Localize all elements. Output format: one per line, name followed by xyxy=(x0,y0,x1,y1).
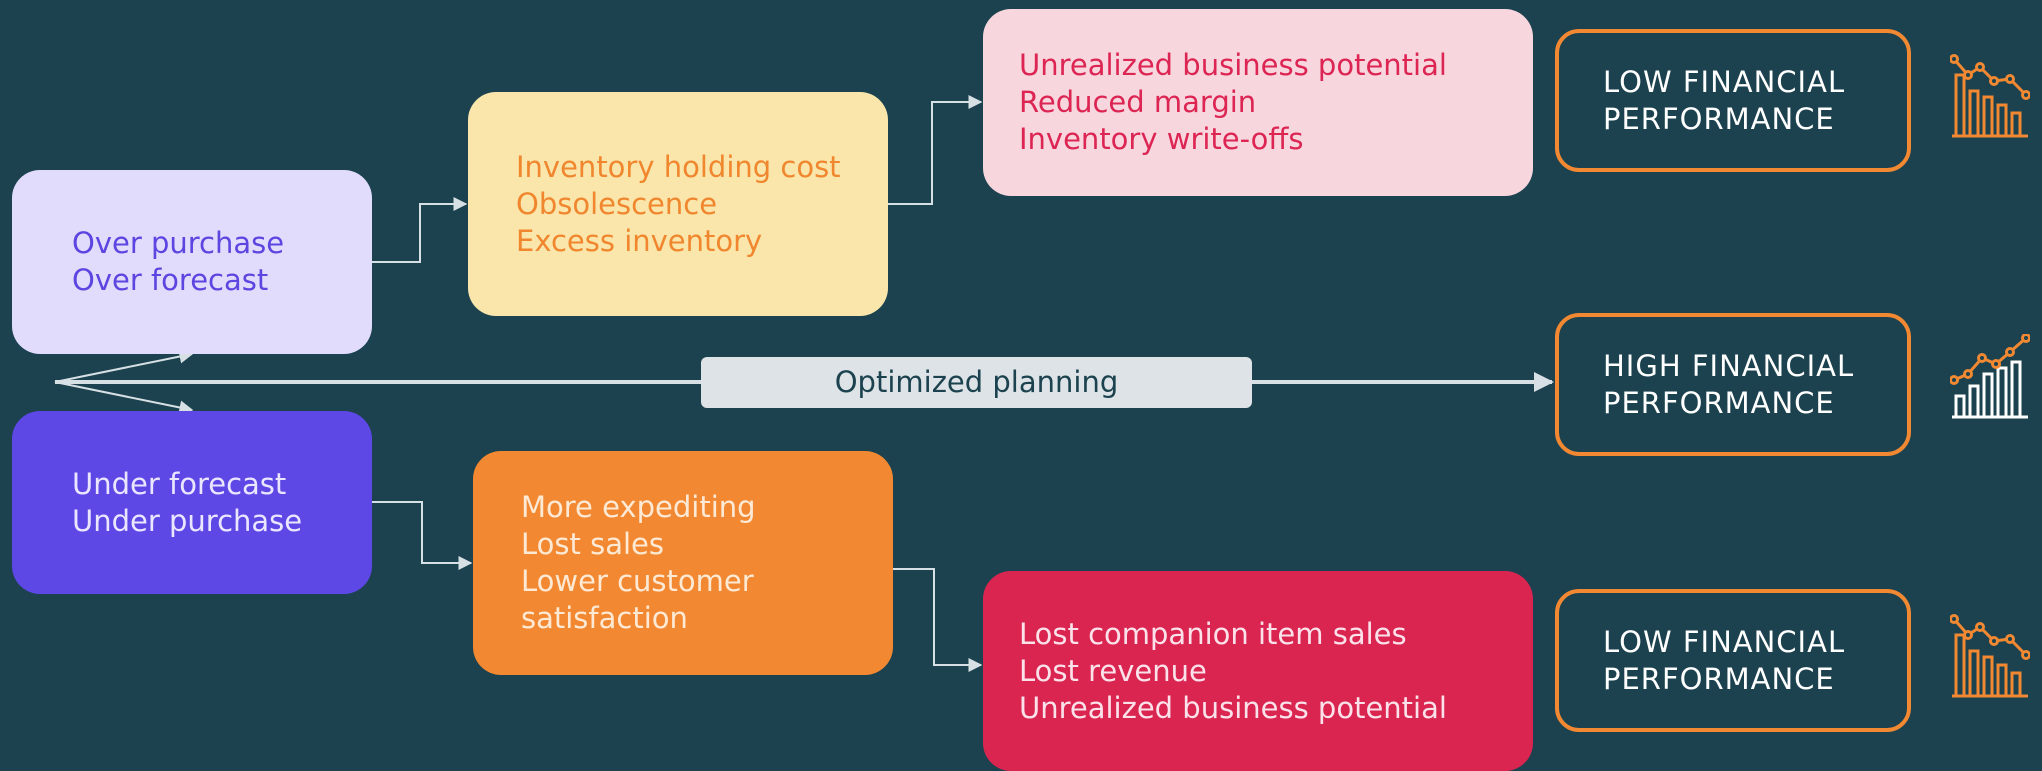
high-financial-performance-box: HIGH FINANCIAL PERFORMANCE xyxy=(1555,313,1911,456)
box-line: Lower customer xyxy=(521,564,754,598)
declining-bar-chart-icon xyxy=(1950,614,2030,698)
elbow-connector-over-to-holding xyxy=(372,197,468,263)
box-line: Inventory holding cost xyxy=(516,149,841,184)
elbow-connector-expedite-to-lost xyxy=(893,568,983,672)
elbow-connector-under-to-expedite xyxy=(372,501,473,570)
over-purchase-box: Over purchase Over forecast xyxy=(12,170,372,354)
box-line: Inventory write-offs xyxy=(1019,122,1304,156)
box-line: Lost revenue xyxy=(1019,653,1207,688)
box-line: Reduced margin xyxy=(1019,85,1257,119)
perf-line: PERFORMANCE xyxy=(1603,385,1835,420)
box-line: Under forecast xyxy=(72,466,287,501)
branch-arrow-up xyxy=(54,349,194,383)
box-line: Lost companion item sales xyxy=(1019,616,1407,651)
box-line: Over purchase xyxy=(72,226,285,260)
elbow-connector-holding-to-potential xyxy=(888,95,983,205)
declining-bar-chart-icon xyxy=(1950,54,2030,138)
box-line: Unrealized business potential xyxy=(1019,690,1447,725)
unrealized-potential-box: Unrealized business potential Reduced ma… xyxy=(983,9,1533,196)
low-financial-performance-box-bottom: LOW FINANCIAL PERFORMANCE xyxy=(1555,589,1911,732)
perf-line: LOW FINANCIAL xyxy=(1603,64,1846,99)
low-financial-performance-box-top: LOW FINANCIAL PERFORMANCE xyxy=(1555,29,1911,172)
box-line: Over forecast xyxy=(72,263,269,297)
under-forecast-box: Under forecast Under purchase xyxy=(12,411,372,594)
perf-line: PERFORMANCE xyxy=(1603,101,1835,136)
perf-line: PERFORMANCE xyxy=(1603,661,1835,696)
branch-arrow-down xyxy=(54,381,194,415)
perf-line: HIGH FINANCIAL xyxy=(1603,348,1855,383)
holding-cost-box: Inventory holding cost Obsolescence Exce… xyxy=(468,92,888,316)
box-line: satisfaction xyxy=(521,601,688,635)
box-line: More expediting xyxy=(521,490,756,524)
box-line: Lost sales xyxy=(521,527,664,561)
box-line: Obsolescence xyxy=(516,186,718,221)
optimized-planning-label: Optimized planning xyxy=(701,357,1252,408)
box-line: Unrealized business potential xyxy=(1019,48,1447,82)
perf-line: LOW FINANCIAL xyxy=(1603,624,1846,659)
lost-sales-box: Lost companion item sales Lost revenue U… xyxy=(983,571,1533,771)
expediting-box: More expediting Lost sales Lower custome… xyxy=(473,451,893,675)
box-line: Under purchase xyxy=(72,503,303,538)
rising-bar-chart-icon xyxy=(1950,334,2030,419)
box-line: Excess inventory xyxy=(516,223,763,258)
